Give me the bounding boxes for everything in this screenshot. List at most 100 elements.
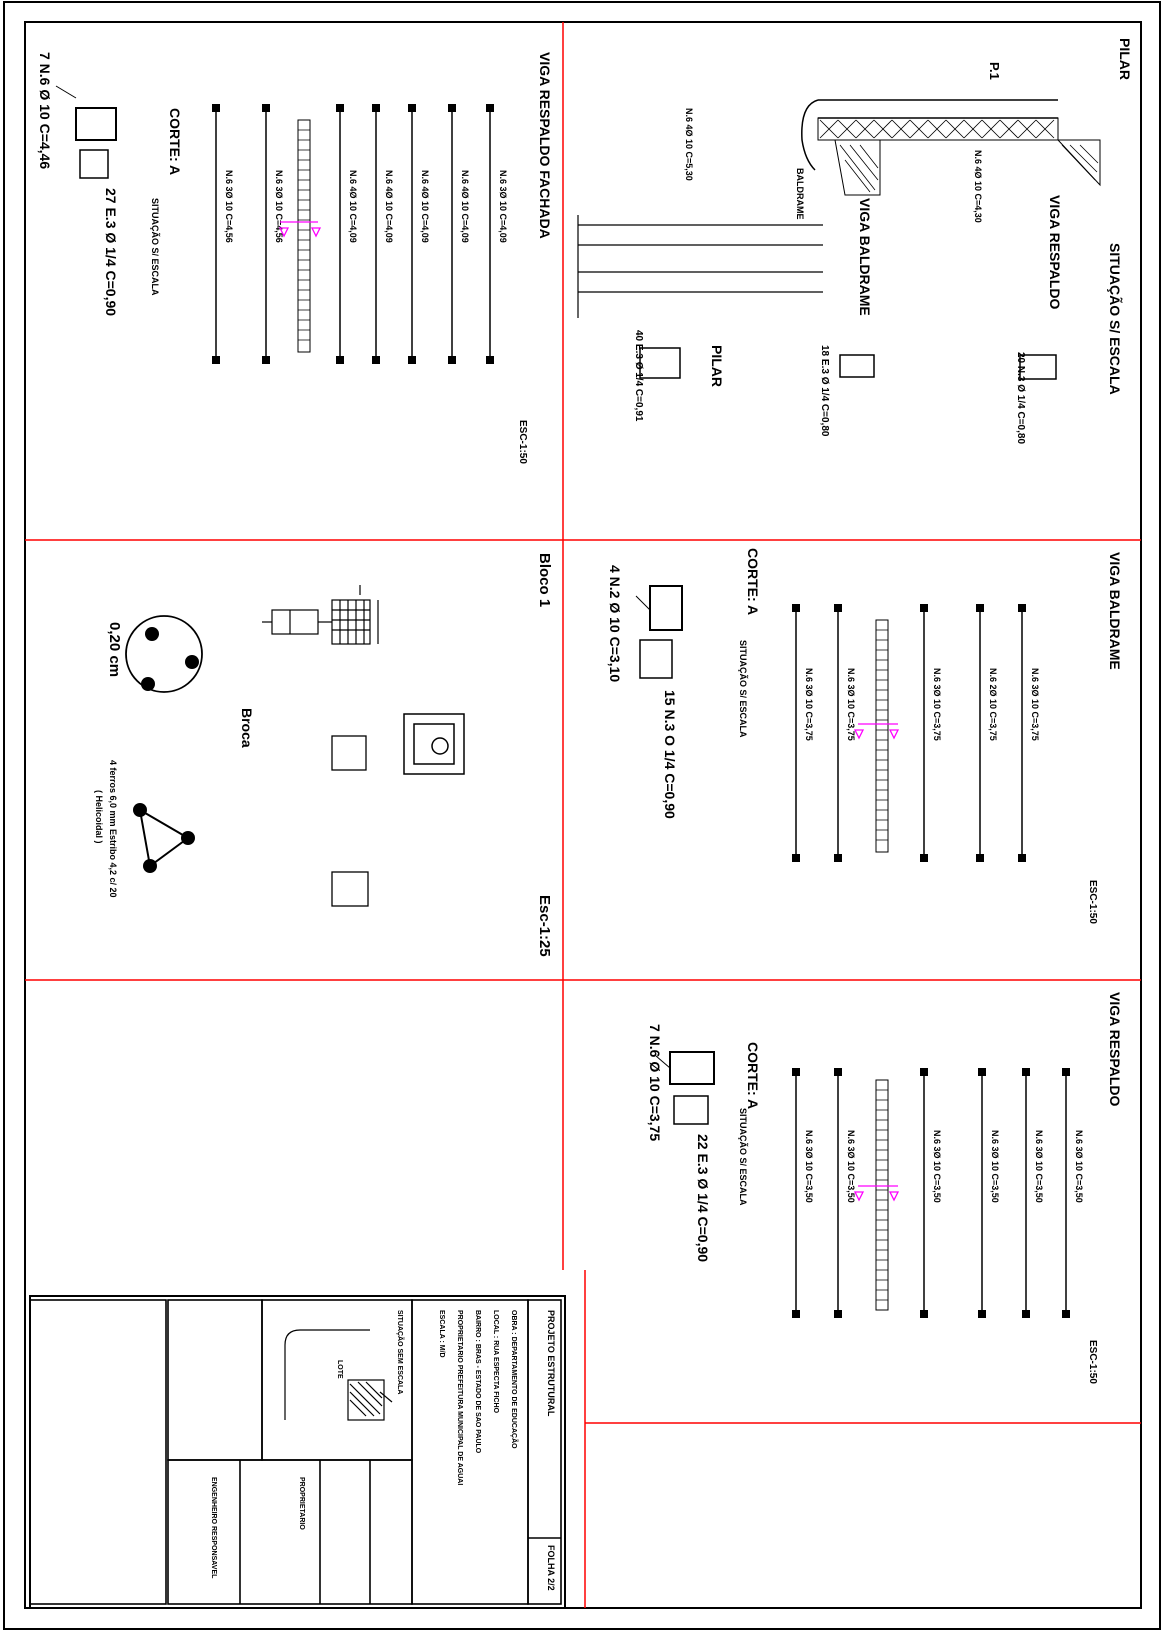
fachada-long-bars: 7 N.6 Ø 10 C=4,46 bbox=[37, 52, 53, 169]
bloco-detail bbox=[262, 585, 379, 645]
panel-grid bbox=[25, 22, 1141, 1608]
fachada-situacao: SITUAÇÃO S/ ESCALA bbox=[150, 198, 160, 296]
fachada-bar-label: N.6 4Ø 10 C=4,09 bbox=[420, 170, 430, 243]
fachada-stirrup-strip bbox=[297, 119, 311, 353]
broca-diameter: 0,20 cm bbox=[106, 622, 123, 677]
fachada-bar-label: N.6 3Ø 10 C=4,09 bbox=[498, 170, 508, 243]
pilar-panel: PILAR P.1 N.6 4Ø 10 C=4,30 VIGA RESPALDO… bbox=[577, 38, 1133, 444]
respaldo-bar-label: N.6 3Ø 10 C=3,50 bbox=[846, 1130, 856, 1203]
respaldo-bar-label: N.6 3Ø 10 C=3,50 bbox=[1034, 1130, 1044, 1203]
fachada-stirrup-ticks bbox=[298, 129, 310, 341]
bloco-panel: Bloco 1 Esc-1:25 Broca bbox=[94, 553, 553, 957]
pilar-section-title: PILAR bbox=[709, 345, 725, 387]
respaldo-section bbox=[1019, 354, 1057, 380]
respaldo-situacao: SITUAÇÃO S/ ESCALA bbox=[738, 1108, 748, 1206]
baldrame-section bbox=[839, 354, 875, 378]
baldrame-scale: ESC-1:50 bbox=[1087, 880, 1098, 924]
title-block-lote: LOTE bbox=[336, 1360, 343, 1379]
broca-note: 4 ferros 6,0 mm Estribo 4,2 c/ 20 bbox=[108, 760, 118, 898]
viga-baldrame-tag: VIGA BALDRAME bbox=[857, 198, 873, 316]
baldrame-bar-label: N.6 3Ø 10 C=3,75 bbox=[804, 668, 814, 741]
baldrame-bars bbox=[795, 610, 1023, 858]
broca-triangle bbox=[138, 808, 190, 868]
baldrame-stirrups: 15 N.3 O 1/4 C=0,90 bbox=[662, 690, 678, 819]
pilar-section bbox=[639, 347, 681, 379]
pilar-hatch bbox=[819, 119, 1055, 139]
baldrame-stirrup-ticks bbox=[876, 629, 888, 841]
title-block-proprietario: PROPRIETARIO PREFEITURA MUNICIPAL DE AGU… bbox=[456, 1310, 463, 1485]
fachada-weld-marker bbox=[278, 221, 322, 238]
bloco-scale: Esc-1:25 bbox=[536, 895, 553, 957]
pilar-panel-title: PILAR bbox=[1117, 38, 1133, 80]
broca-triangle-bar bbox=[133, 803, 147, 817]
title-block-bairro: BAIRRO : BRAS - ESTADO DE SAO PAULO bbox=[474, 1310, 481, 1454]
fachada-bars bbox=[215, 110, 491, 360]
respaldo-section-a bbox=[669, 1051, 715, 1085]
fachada-stirrups: 27 E.3 Ø 1/4 C=0,90 bbox=[103, 188, 119, 316]
fachada-title: VIGA RESPALDO FACHADA bbox=[537, 52, 553, 239]
pilar-label: P.1 bbox=[987, 62, 1002, 80]
broca-triangle-bar bbox=[181, 831, 195, 845]
respaldo-stirrup-ticks bbox=[876, 1089, 888, 1301]
pilar-bundle-label: N.6 4Ø 10 C=5,30 bbox=[684, 108, 694, 181]
baldrame-hatch bbox=[834, 139, 881, 196]
fachada-corte-title: CORTE: A bbox=[167, 108, 183, 175]
fachada-bar-label: N.6 4Ø 10 C=4,09 bbox=[348, 170, 358, 243]
pilar-bar-label: N.6 4Ø 10 C=4,30 bbox=[973, 150, 983, 223]
fachada-bar-label: N.6 3Ø 10 C=4,56 bbox=[274, 170, 284, 243]
north-arrow bbox=[379, 1391, 393, 1403]
title-block-frame bbox=[29, 1295, 566, 1609]
title-block-local: LOCAL : RUA ESPECTA FICHO bbox=[492, 1310, 499, 1414]
title-block-sheet: FOLHA 2/2 bbox=[546, 1545, 556, 1591]
baldrame-stirrup-strip bbox=[875, 619, 889, 853]
title-block: PROJETO ESTRUTURAL FOLHA 2/2 OBRA : DEPA… bbox=[29, 1295, 566, 1609]
respaldo-bars bbox=[795, 1074, 1067, 1314]
fachada-bar-label: N.6 4Ø 10 C=4,09 bbox=[384, 170, 394, 243]
fachada-scale: ESC-1:50 bbox=[517, 420, 528, 464]
baldrame-hatch-lines bbox=[839, 144, 879, 193]
respaldo-bar-label: N.6 3Ø 10 C=3,50 bbox=[990, 1130, 1000, 1203]
bloco-plan bbox=[403, 713, 465, 775]
title-block-cells bbox=[29, 1299, 562, 1605]
baldrame-bar-ends bbox=[792, 604, 1026, 862]
fachada-bar-label: N.6 3Ø 10 C=4,56 bbox=[224, 170, 234, 243]
respaldo-bar-label: N.6 3Ø 10 C=3,50 bbox=[1074, 1130, 1084, 1203]
respaldo-section-b bbox=[673, 1095, 709, 1125]
baldrame-section-b bbox=[639, 639, 673, 679]
viga-respaldo-panel: VIGA RESPALDO ESC-1:50 N.6 3Ø 10 C=3,50 … bbox=[647, 992, 1123, 1384]
baldrame-bar-label: N.6 3Ø 10 C=3,75 bbox=[846, 668, 856, 741]
broca-bar bbox=[185, 655, 199, 669]
situacao-map bbox=[284, 1329, 385, 1421]
broca-bar bbox=[141, 677, 155, 691]
respaldo-stirrup-strip bbox=[875, 1079, 889, 1311]
respaldo-bar-label: N.6 3Ø 10 C=3,50 bbox=[932, 1130, 942, 1203]
baldrame-section-a bbox=[649, 585, 683, 631]
viga-respaldo-tag: VIGA RESPALDO bbox=[1047, 195, 1063, 309]
title-block-owner: PROPRIETARIO bbox=[298, 1477, 305, 1530]
fachada-bar-label: N.6 4Ø 10 C=4,09 bbox=[460, 170, 470, 243]
baldrame-leader bbox=[635, 595, 651, 611]
inner-border bbox=[24, 21, 1142, 1609]
respaldo-bar-ends bbox=[792, 1068, 1070, 1318]
respaldo-weld-marker bbox=[853, 1185, 900, 1202]
respaldo-leader bbox=[655, 1055, 671, 1069]
fachada-bar-ends bbox=[212, 104, 494, 364]
pilar-stirrup-label: 40 E.3 Ø 1/4 C=0,91 bbox=[633, 330, 644, 422]
pilar-hook bbox=[801, 99, 819, 171]
respaldo-bar-label: N.6 3Ø 10 C=3,50 bbox=[804, 1130, 814, 1203]
fachada-section-a bbox=[75, 107, 117, 141]
title-block-situacao: SITUAÇÃO SEM ESCALA bbox=[396, 1310, 405, 1394]
respaldo-stirrups: 22 E.3 Ø 1/4 C=0,90 bbox=[695, 1134, 711, 1262]
viga-baldrame-panel: VIGA BALDRAME ESC-1:50 N.6 3Ø 10 C=3,75 … bbox=[607, 548, 1123, 924]
broca-bar bbox=[145, 627, 159, 641]
respaldo-hatch-lines bbox=[1061, 144, 1099, 181]
respaldo-corte-title: CORTE: A bbox=[745, 1042, 761, 1109]
broca-circle bbox=[125, 615, 203, 693]
broca-note-2: ( Helicoidal ) bbox=[94, 790, 104, 844]
outer-border bbox=[3, 1, 1161, 1630]
baldrame-corte-title: CORTE: A bbox=[745, 548, 761, 615]
viga-respaldo-fachada-panel: VIGA RESPALDO FACHADA ESC-1:50 N.6 3Ø 10… bbox=[37, 52, 553, 464]
baldrame-tag: BALDRAME bbox=[795, 168, 805, 220]
baldrame-situacao: SITUAÇÃO S/ ESCALA bbox=[738, 640, 748, 738]
